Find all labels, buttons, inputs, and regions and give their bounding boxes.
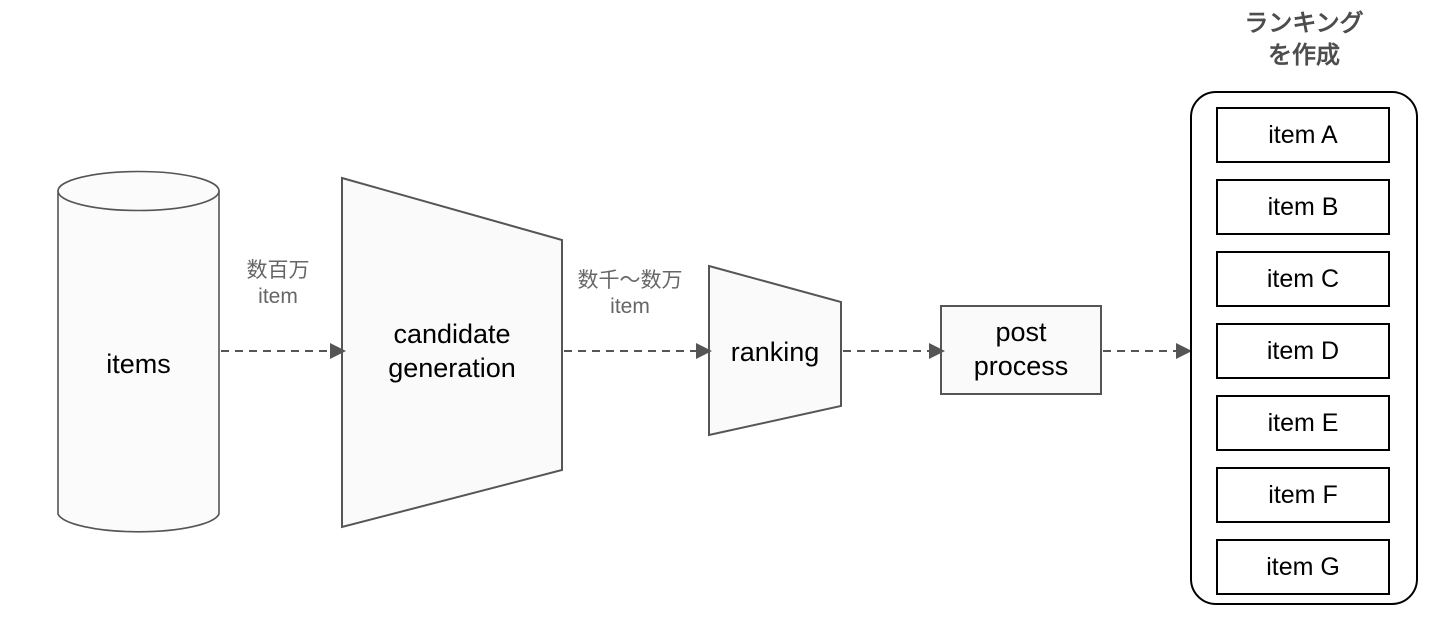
edge-ranking-to-postprocess [843,343,945,359]
ranking-list-item: item D [1216,323,1390,379]
ranking-list-title: ランキング を作成 [1244,10,1364,70]
edge-postprocess-to-ranking-list [1103,343,1192,359]
edge-items-to-candgen [221,343,346,359]
edge-candgen-to-ranking [564,343,712,359]
ranking-list-item: item G [1216,539,1390,595]
ranking-list-item: item E [1216,395,1390,451]
items-node-label: items [106,349,171,379]
post-process-node-label: post process [973,317,1069,381]
ranking-list-item: item F [1216,467,1390,523]
ranking-node-label: ranking [730,337,820,367]
items-cylinder-shape [57,170,220,533]
candidate-generation-shape [341,176,563,529]
ranking-list-item: item A [1216,107,1390,163]
ranking-list-item: item B [1216,179,1390,235]
ranking-list-item: item C [1216,251,1390,307]
ranking-list: item A item B item C item D item E item F item… [1216,107,1390,595]
edge-label-thousands-items: 数千〜数万 item [577,269,683,319]
edge-label-millions-items: 数百万 item [246,259,310,309]
ranking-shape [708,264,842,437]
post-process-shape [940,305,1102,395]
candidate-generation-node-label: candidate generation [388,319,516,383]
